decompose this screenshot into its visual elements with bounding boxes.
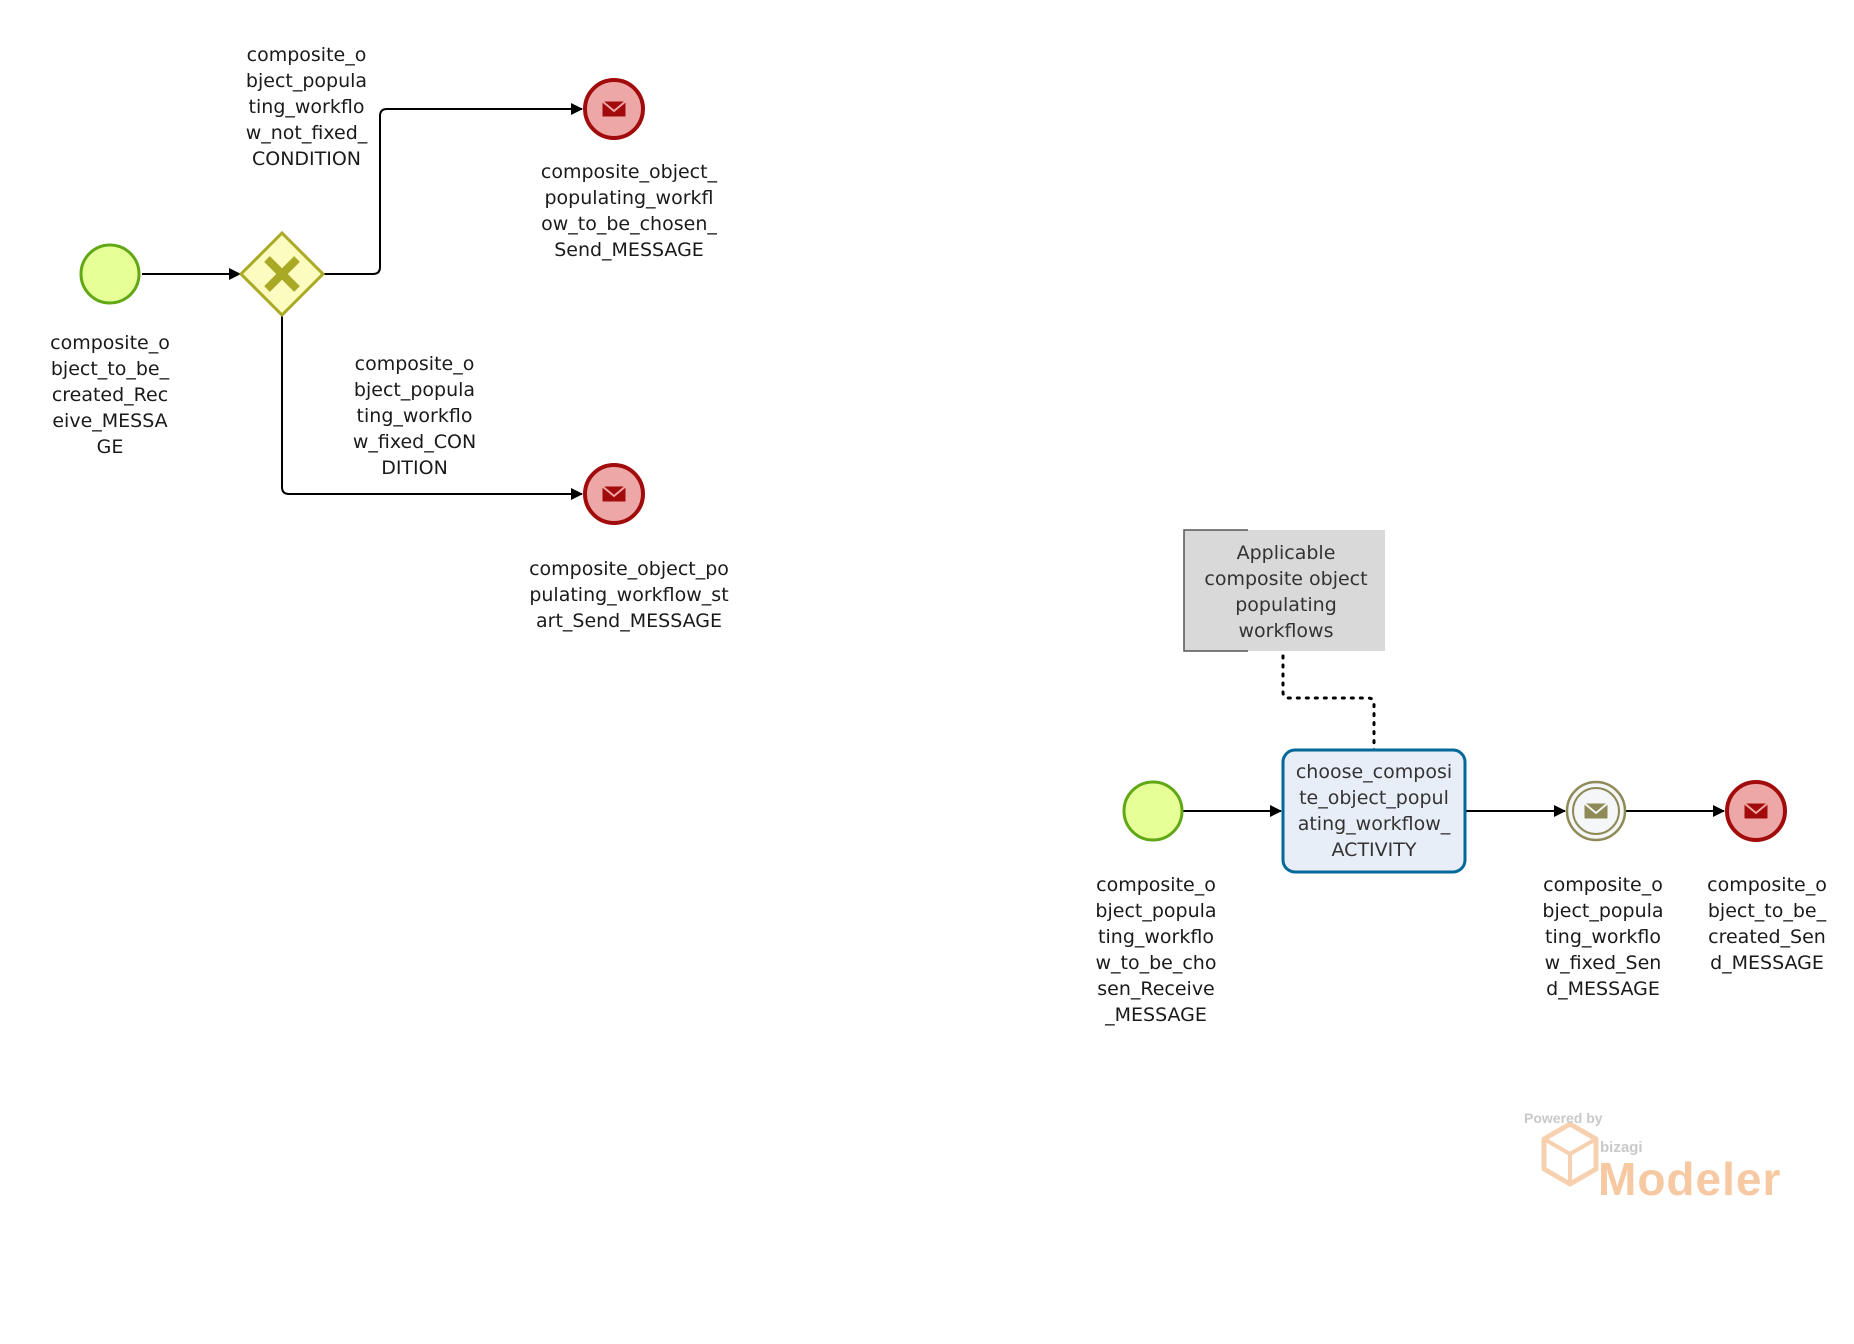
condition-not-fixed-label: composite_object_populating_workflow_not… (245, 44, 368, 170)
end-event-2-label: composite_object_populating_workflow_sta… (529, 558, 729, 632)
intermediate-message-event[interactable] (1565, 780, 1627, 842)
envelope-icon (601, 485, 627, 503)
task-activity-label: choose_composite_object_populating_workf… (1295, 761, 1453, 861)
text-annotation-label: Applicable composite object populating w… (1204, 542, 1368, 642)
envelope-icon (601, 100, 627, 118)
end-event-1-label: composite_object_populating_workflow_to_… (540, 161, 718, 261)
task-activity[interactable] (1281, 748, 1467, 874)
envelope-icon (1583, 802, 1609, 820)
powered-by-text: Powered by (1524, 1110, 1603, 1126)
text-annotation[interactable] (1183, 529, 1385, 652)
condition-fixed-label: composite_object_populating_workflow_fix… (352, 353, 477, 479)
intermediate-event-label: composite_object_populating_workflow_fix… (1542, 874, 1664, 1000)
end-event-3[interactable] (1725, 780, 1787, 842)
start-event-2[interactable] (1122, 780, 1184, 842)
bizagi-text: bizagi (1600, 1139, 1643, 1156)
x-icon (264, 256, 300, 292)
start-event-2-label: composite_object_populating_workflow_to_… (1095, 874, 1217, 1026)
end-event-1[interactable] (583, 78, 645, 140)
end-event-3-label: composite_object_to_be_created_Send_MESS… (1707, 874, 1827, 974)
end-event-2[interactable] (583, 463, 645, 525)
flow-gateway-to-end1[interactable] (323, 103, 583, 275)
flow-gateway-to-end2[interactable] (281, 315, 583, 500)
bizagi-logo-icon (1541, 1121, 1599, 1187)
exclusive-gateway[interactable] (238, 230, 326, 318)
association-annotation-to-task[interactable] (1281, 654, 1376, 752)
envelope-icon (1743, 802, 1769, 820)
start-event-1-label: composite_object_to_be_created_Receive_M… (50, 332, 170, 458)
start-event-1[interactable] (79, 243, 141, 305)
modeler-text: Modeler (1598, 1153, 1782, 1205)
